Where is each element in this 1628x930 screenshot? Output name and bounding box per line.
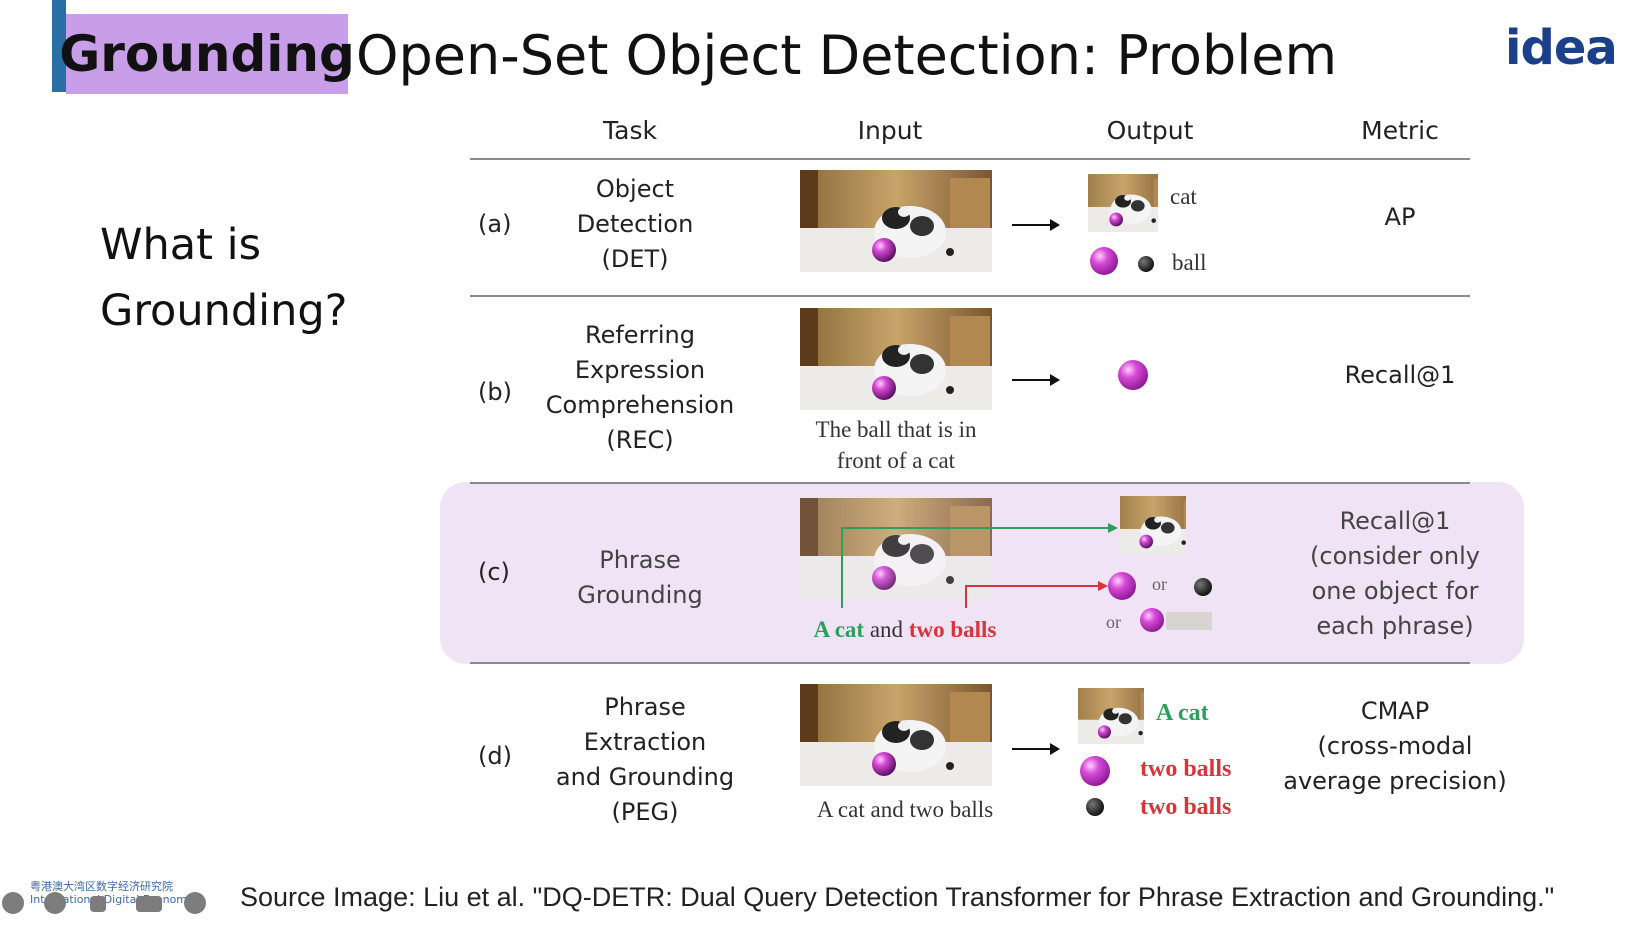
task-line: Comprehension — [545, 391, 735, 419]
table-rule — [470, 482, 1470, 484]
row-label-a: (a) — [478, 210, 512, 238]
section-tag: Grounding — [59, 14, 355, 94]
task-line: (PEG) — [611, 798, 679, 826]
task-line: Object — [595, 175, 675, 203]
menu-icon[interactable] — [136, 896, 162, 912]
task-line: Phrase — [599, 546, 681, 574]
output-cat-crop — [1088, 174, 1158, 232]
institute-name-cn: 粤港澳大湾区数字经济研究院 — [30, 880, 173, 893]
output-label-cat: cat — [1170, 184, 1197, 209]
pen-icon[interactable] — [90, 896, 106, 912]
task-line: (REC) — [606, 426, 674, 454]
input-cat-image — [800, 308, 992, 410]
ball-icon — [1118, 360, 1148, 390]
task-phrase-grounding: Phrase Grounding — [560, 543, 720, 613]
or-text: or — [1106, 612, 1121, 632]
idea-logo: idea — [1505, 20, 1618, 76]
output-cat-crop — [1078, 688, 1144, 744]
slide-title: Open-Set Object Detection: Problem — [356, 24, 1338, 87]
header-task: Task — [603, 116, 657, 145]
output-label-ball: ball — [1172, 250, 1207, 275]
task-det: Object Detection (DET) — [545, 172, 725, 277]
ball-icon — [1080, 756, 1110, 786]
input-cat-image — [800, 170, 992, 272]
ball-pair-crop — [1166, 612, 1212, 630]
ball-icon — [1108, 572, 1136, 600]
play-icon[interactable] — [44, 892, 66, 914]
row-label-c: (c) — [478, 558, 510, 586]
input-cat-image — [800, 684, 992, 786]
arrow-icon — [1012, 219, 1060, 231]
small-ball-icon — [1194, 578, 1212, 596]
header-metric: Metric — [1361, 116, 1439, 145]
metric-line: one object for — [1311, 577, 1479, 605]
arrow-icon — [1012, 743, 1060, 755]
metric-line: (cross-modal — [1317, 732, 1473, 760]
ball-icon — [1090, 247, 1118, 275]
table-rule — [470, 158, 1470, 160]
arrow-icon — [1012, 374, 1060, 386]
output-cat-crop — [1120, 496, 1186, 554]
caption-line: The ball that is in — [815, 417, 977, 442]
task-line: (DET) — [601, 245, 669, 273]
caption-line: front of a cat — [836, 448, 956, 473]
header-output: Output — [1106, 116, 1194, 145]
ball-icon — [1140, 608, 1164, 632]
input-caption: The ball that is in front of a cat — [780, 414, 1012, 476]
input-caption: A cat and two balls — [790, 614, 1020, 645]
task-line: Extraction — [583, 728, 707, 756]
output-label-two-balls: two balls — [1140, 794, 1232, 820]
task-line: and Grounding — [555, 763, 735, 791]
small-ball-icon — [1086, 798, 1104, 816]
task-line: Detection — [576, 210, 694, 238]
metric-line: Recall@1 — [1339, 507, 1451, 535]
task-line: Referring — [584, 321, 695, 349]
metric-recall-c: Recall@1 (consider only one object for e… — [1290, 504, 1500, 644]
task-line: Grounding — [577, 581, 703, 609]
grounding-arrows — [841, 523, 1118, 608]
phrase-two-balls: two balls — [908, 617, 997, 642]
next-icon[interactable] — [184, 892, 206, 914]
or-text: or — [1152, 574, 1167, 594]
task-line: Expression — [574, 356, 706, 384]
output-label-a-cat: A cat — [1156, 700, 1209, 726]
metric-recall: Recall@1 — [1344, 361, 1456, 389]
previous-icon[interactable] — [2, 892, 24, 914]
task-peg: Phrase Extraction and Grounding (PEG) — [540, 690, 750, 830]
source-citation: Source Image: Liu et al. "DQ-DETR: Dual … — [240, 882, 1555, 912]
phrase-a-cat: A cat — [813, 617, 865, 642]
small-ball-icon — [1138, 256, 1154, 272]
metric-ap: AP — [1384, 203, 1416, 231]
phrase-and: and — [864, 617, 909, 642]
output-label-two-balls: two balls — [1140, 756, 1232, 782]
task-rec: Referring Expression Comprehension (REC) — [535, 318, 745, 458]
question-text: What is Grounding? — [100, 220, 348, 336]
metric-cmap: CMAP (cross-modal average precision) — [1280, 694, 1510, 799]
table-rule — [470, 295, 1470, 297]
task-line: Phrase — [604, 693, 686, 721]
accent-bar — [52, 0, 66, 92]
input-caption: A cat and two balls — [816, 797, 994, 822]
metric-line: average precision) — [1283, 767, 1507, 795]
metric-line: CMAP — [1360, 697, 1430, 725]
metric-line: (consider only — [1310, 542, 1480, 570]
metric-line: each phrase) — [1316, 612, 1474, 640]
header-input: Input — [857, 116, 923, 145]
row-label-d: (d) — [478, 742, 512, 770]
table-rule — [470, 662, 1470, 664]
row-label-b: (b) — [478, 378, 512, 406]
